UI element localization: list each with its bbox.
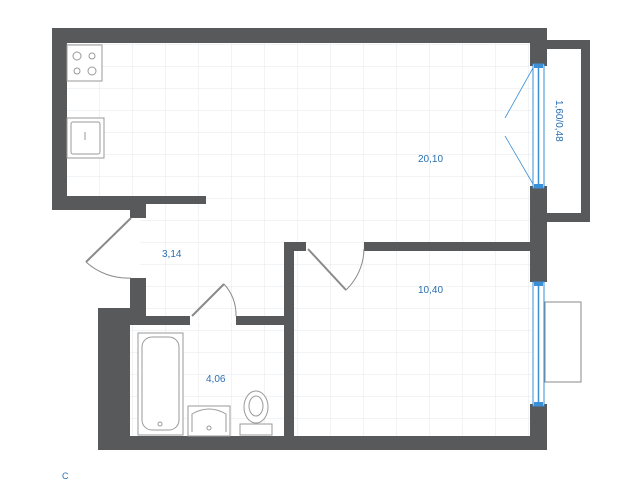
window-bedroom xyxy=(532,281,582,407)
kitchen-sink-icon xyxy=(66,117,105,159)
room-area-living: 20,10 xyxy=(418,154,443,165)
bathtub-icon xyxy=(137,332,184,436)
room-area-bedroom: 10,40 xyxy=(418,285,443,296)
room-area-hall: 3,14 xyxy=(162,249,182,260)
compass-north-label: С xyxy=(62,471,69,480)
balcony-area-label: 1,60/0,48 xyxy=(553,100,564,142)
stove-icon xyxy=(66,44,103,82)
door-bedroom xyxy=(307,248,365,291)
room-area-bathroom: 4,06 xyxy=(206,374,226,385)
door-bathroom xyxy=(191,283,237,317)
walls xyxy=(52,28,590,450)
toilet-icon xyxy=(239,390,273,436)
floor-grid xyxy=(66,42,532,438)
window-balcony xyxy=(504,63,545,189)
washbasin-icon xyxy=(187,405,231,437)
door-entrance xyxy=(85,217,132,279)
